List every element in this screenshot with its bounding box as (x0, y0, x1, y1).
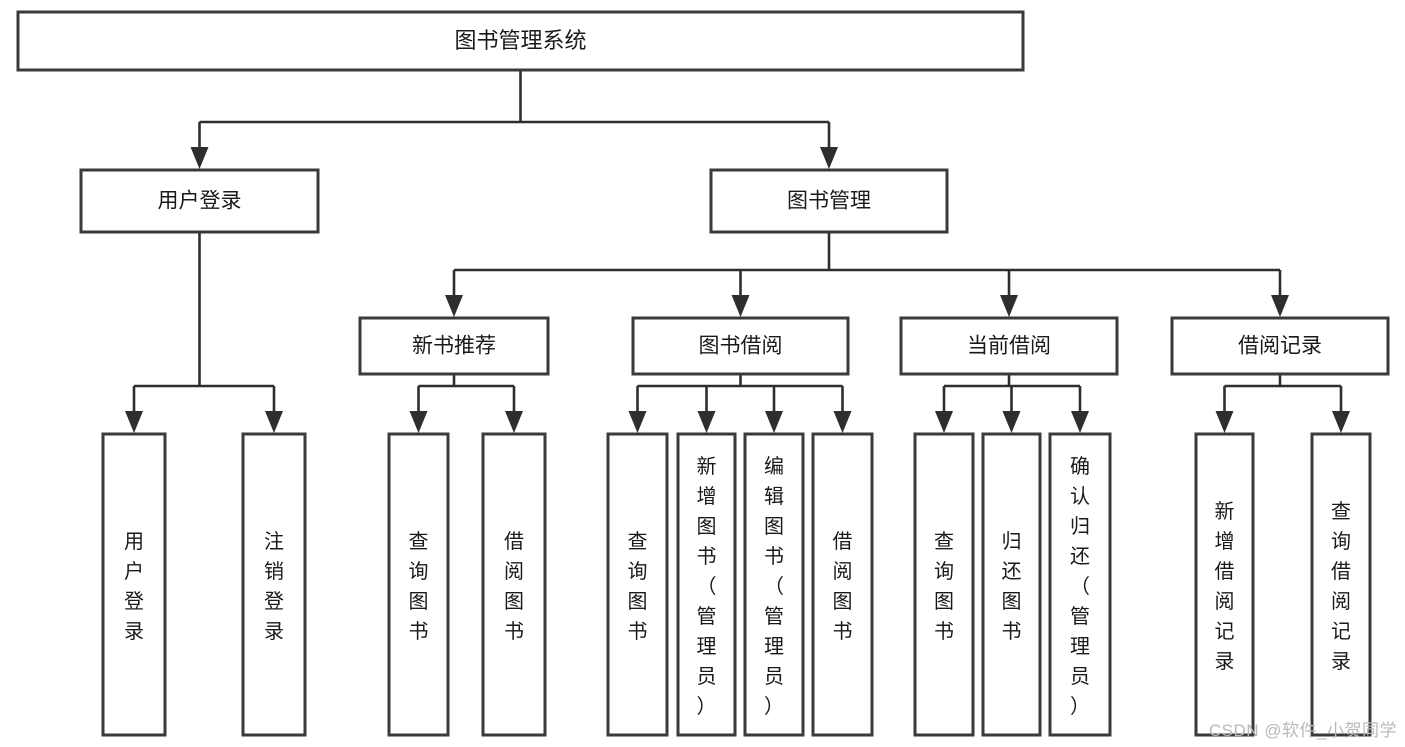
node-root[interactable]: 图书管理系统 (16, 10, 1025, 72)
node-label-leaf-query-book-2: 查询图书 (628, 530, 648, 643)
node-leaf-return-book[interactable]: 归还图书 (981, 432, 1042, 737)
node-leaf-user-login[interactable]: 用户登录 (101, 432, 167, 737)
node-leaf-user-logout[interactable]: 注销登录 (241, 432, 307, 737)
node-label-leaf-user-login: 用户登录 (124, 531, 144, 643)
node-leaf-borrow-book-1[interactable]: 借阅图书 (481, 432, 547, 737)
node-box-leaf-query-book-1[interactable] (387, 432, 450, 737)
node-label-leaf-user-logout: 注销登录 (264, 530, 284, 643)
node-borrow-record[interactable]: 借阅记录 (1170, 316, 1390, 376)
connector-layer (125, 70, 1350, 433)
node-box-leaf-borrow-book-2[interactable] (811, 432, 874, 737)
node-label-leaf-confirm-return: 确认归还（管理员） (1070, 455, 1090, 718)
node-current-borrow[interactable]: 当前借阅 (899, 316, 1119, 376)
connector-group-book-manage (445, 232, 1289, 317)
arrow-head-icon (935, 411, 953, 433)
node-label-borrow-record: 借阅记录 (1238, 335, 1322, 358)
node-leaf-add-borrow-record[interactable]: 新增借阅记录 (1194, 432, 1255, 737)
connector-group-book-borrow (628, 374, 852, 433)
arrow-head-icon (820, 147, 838, 169)
node-box-user-login[interactable] (79, 168, 320, 234)
node-leaf-query-book-1[interactable]: 查询图书 (387, 432, 450, 737)
node-label-leaf-query-borrow-record: 查询借阅记录 (1331, 500, 1351, 673)
node-book-manage[interactable]: 图书管理 (709, 168, 949, 234)
arrow-head-icon (1071, 411, 1089, 433)
arrow-head-icon (731, 295, 750, 317)
node-box-leaf-borrow-book-1[interactable] (481, 432, 547, 737)
node-box-current-borrow[interactable] (899, 316, 1119, 376)
connector-group-user-login (125, 232, 283, 433)
node-book-borrow[interactable]: 图书借阅 (631, 316, 850, 376)
node-box-book-borrow[interactable] (631, 316, 850, 376)
watermark-label: CSDN @软件_小贺同学 (1208, 721, 1397, 740)
arrow-head-icon (833, 411, 852, 433)
arrow-head-icon (190, 147, 209, 169)
node-label-leaf-return-book: 归还图书 (1002, 530, 1022, 643)
arrow-head-icon (1271, 295, 1289, 317)
node-box-root[interactable] (16, 10, 1025, 72)
node-leaf-confirm-return[interactable]: 确认归还（管理员） (1048, 432, 1112, 737)
node-new-book-recommend[interactable]: 新书推荐 (358, 316, 550, 376)
node-leaf-query-book-3[interactable]: 查询图书 (913, 432, 975, 737)
node-label-leaf-query-book-3: 查询图书 (934, 530, 954, 643)
arrow-head-icon (1215, 411, 1234, 433)
connector-group-new-book-recommend (409, 374, 523, 433)
arrow-head-icon (265, 411, 283, 433)
node-leaf-query-borrow-record[interactable]: 查询借阅记录 (1310, 432, 1372, 737)
connector-group-root (190, 70, 838, 169)
arrow-head-icon (1002, 411, 1021, 433)
arrow-head-icon (125, 411, 143, 433)
node-label-root: 图书管理系统 (454, 28, 586, 53)
arrow-head-icon (765, 411, 783, 433)
arrow-head-icon (697, 411, 716, 433)
node-box-leaf-add-borrow-record[interactable] (1194, 432, 1255, 737)
node-box-leaf-add-book[interactable] (676, 432, 737, 737)
node-label-leaf-add-borrow-record: 新增借阅记录 (1215, 500, 1235, 673)
node-label-leaf-add-book: 新增图书（管理员） (697, 455, 717, 718)
node-label-leaf-edit-book: 编辑图书（管理员） (764, 455, 784, 718)
node-leaf-query-book-2[interactable]: 查询图书 (606, 432, 669, 737)
node-leaf-borrow-book-2[interactable]: 借阅图书 (811, 432, 874, 737)
arrow-head-icon (445, 295, 463, 317)
node-label-leaf-query-book-1: 查询图书 (409, 530, 429, 643)
node-box-book-manage[interactable] (709, 168, 949, 234)
node-box-leaf-query-book-3[interactable] (913, 432, 975, 737)
node-label-user-login: 用户登录 (158, 190, 242, 213)
node-leaf-add-book[interactable]: 新增图书（管理员） (676, 432, 737, 737)
node-leaf-edit-book[interactable]: 编辑图书（管理员） (743, 432, 805, 737)
node-label-current-borrow: 当前借阅 (967, 335, 1051, 358)
node-box-leaf-user-logout[interactable] (241, 432, 307, 737)
connector-group-borrow-record (1215, 374, 1350, 433)
node-label-book-manage: 图书管理 (787, 190, 871, 213)
node-box-leaf-return-book[interactable] (981, 432, 1042, 737)
node-box-leaf-query-book-2[interactable] (606, 432, 669, 737)
node-label-leaf-borrow-book-2: 借阅图书 (833, 530, 853, 643)
node-box-leaf-query-borrow-record[interactable] (1310, 432, 1372, 737)
node-label-new-book-recommend: 新书推荐 (412, 335, 496, 358)
node-label-leaf-borrow-book-1: 借阅图书 (504, 530, 524, 643)
node-user-login[interactable]: 用户登录 (79, 168, 320, 234)
arrow-head-icon (628, 411, 647, 433)
node-box-leaf-edit-book[interactable] (743, 432, 805, 737)
node-box-leaf-user-login[interactable] (101, 432, 167, 737)
node-box-borrow-record[interactable] (1170, 316, 1390, 376)
node-layer: 图书管理系统用户登录图书管理新书推荐图书借阅当前借阅借阅记录用户登录注销登录查询… (16, 10, 1390, 737)
node-box-new-book-recommend[interactable] (358, 316, 550, 376)
arrow-head-icon (505, 411, 523, 433)
node-label-book-borrow: 图书借阅 (699, 335, 783, 358)
node-box-leaf-confirm-return[interactable] (1048, 432, 1112, 737)
arrow-head-icon (1000, 295, 1018, 317)
connector-group-current-borrow (935, 374, 1089, 433)
arrow-head-icon (1332, 411, 1350, 433)
arrow-head-icon (409, 411, 428, 433)
